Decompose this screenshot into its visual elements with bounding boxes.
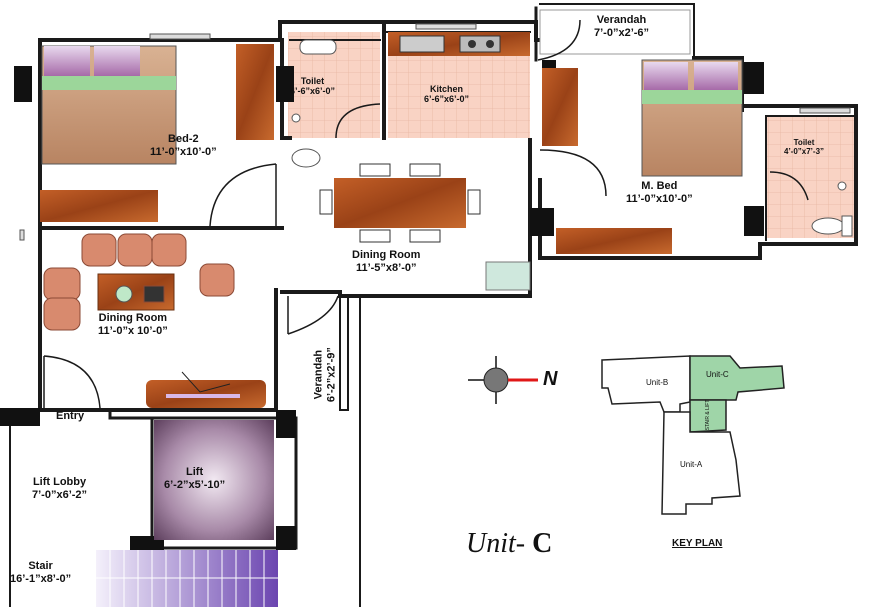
- room-dimension: 11’-5”x8’-0”: [355, 261, 417, 274]
- lift-lobby-label: Lift Lobby 7’-0”x6’-2”: [32, 476, 87, 501]
- room-name: Dining Room: [352, 249, 421, 261]
- dining-room-label: Dining Room 11’-5”x8’-0”: [352, 249, 420, 274]
- verandah-top-floor: [539, 9, 691, 55]
- key-plan-diagram: [601, 355, 785, 515]
- wash-basin: [485, 261, 531, 291]
- verandah-side-label: Verandah 6’-2”x2’-9”: [312, 330, 337, 420]
- room-dimension: 11’-0”x10’-0”: [626, 192, 693, 205]
- room-dimension: 11’-0”x10’-0”: [150, 145, 217, 158]
- key-plan-unit-a: Unit-A: [680, 460, 703, 469]
- room-name: Stair: [28, 560, 53, 572]
- room-name: Toilet: [793, 138, 815, 147]
- tv-counter: [146, 371, 266, 408]
- master-bed-furniture: [542, 59, 743, 254]
- room-dimension: 7’-0”x6’-2”: [32, 488, 88, 501]
- key-plan-unit-b: Unit-B: [646, 378, 669, 387]
- lift-label: Lift 6’-2”x5’-10”: [164, 466, 225, 491]
- living-furniture: [43, 233, 235, 331]
- door-swings: [43, 19, 809, 409]
- lift-car: [154, 420, 274, 540]
- room-name: Toilet: [300, 76, 325, 86]
- room-dimension: 6’-6”x6’-0”: [424, 94, 470, 105]
- room-dimension: 16’-1”x8’-0”: [10, 572, 72, 585]
- room-dimension: 11’-0”x 10’-0”: [98, 324, 168, 337]
- toilet1-fixtures: [291, 39, 337, 168]
- dining-table: [319, 163, 481, 243]
- room-name: Lift: [186, 466, 204, 478]
- unit-title: Unit- C: [466, 528, 552, 560]
- room-dimension: 4’-0”x7’-3”: [784, 147, 825, 157]
- unit-title-letter: C: [532, 528, 553, 559]
- room-dimension: 6’-2”x5’-10”: [164, 478, 226, 491]
- entry-label: Entry: [56, 410, 84, 423]
- room-dimension: 4’-6”x6’-0”: [290, 86, 336, 97]
- window-sills: [19, 23, 851, 241]
- north-arrow: [468, 356, 538, 404]
- bed-2-furniture: [40, 44, 274, 222]
- north-label: N: [543, 368, 558, 390]
- key-plan-label: KEY PLAN: [672, 538, 723, 549]
- room-name: Dining Room: [98, 312, 168, 324]
- room-name: Verandah: [596, 14, 647, 26]
- room-dimension: 6’-2”x2’-9”: [325, 347, 337, 403]
- toilet2-fixtures: [811, 181, 853, 237]
- kitchen-counter: [388, 32, 530, 56]
- bed-2-label: Bed-2 11’-0”x10’-0”: [150, 133, 217, 158]
- unit-title-prefix: Unit-: [466, 528, 526, 559]
- verandah-top-label: Verandah 7’-0”x2’-6”: [594, 14, 649, 39]
- key-plan-unit-c: Unit-C: [706, 370, 729, 379]
- toilet-2-label: Toilet 4’-0”x7’-3”: [784, 138, 824, 156]
- room-name: Lift Lobby: [32, 476, 87, 488]
- room-name: Entry: [56, 410, 85, 422]
- dining-room-2-label: Dining Room 11’-0”x 10’-0”: [98, 312, 168, 337]
- room-name: Bed-2: [168, 133, 199, 145]
- master-bed-label: M. Bed 11’-0”x10’-0”: [626, 180, 693, 205]
- room-name: M. Bed: [641, 180, 678, 192]
- room-name: Verandah: [312, 349, 325, 400]
- stair-label: Stair 16’-1”x8’-0”: [10, 560, 71, 585]
- toilet-1-label: Toilet 4’-6”x6’-0”: [290, 76, 335, 97]
- room-name: Kitchen: [430, 84, 464, 94]
- room-dimension: 7’-0”x2’-6”: [594, 26, 650, 39]
- key-plan-stair-lift: STAIR & LIFT: [705, 399, 711, 431]
- kitchen-label: Kitchen 6’-6”x6’-0”: [424, 84, 469, 105]
- toilet2-floor: [767, 116, 854, 238]
- stair: [96, 550, 278, 607]
